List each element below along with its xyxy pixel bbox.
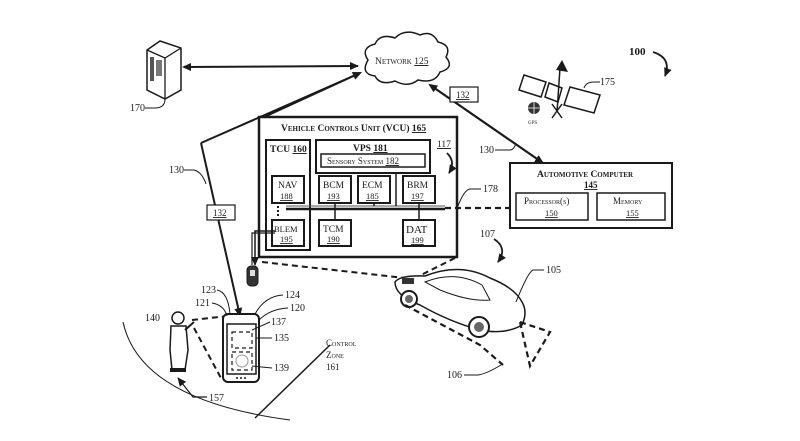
vcu-label: Vehicle Controls Unit (VCU) 165	[281, 123, 426, 134]
svg-text:DAT: DAT	[406, 224, 428, 236]
svg-text:190: 190	[327, 234, 340, 244]
mobile-ref-137: 137	[271, 317, 286, 328]
mobile-ref-120: 120	[290, 303, 305, 314]
svg-text:BLEM: BLEM	[274, 224, 298, 234]
mobile-ref-135: 135	[274, 333, 289, 344]
svg-text:Memory: Memory	[613, 196, 643, 206]
network-computer-link	[428, 83, 544, 164]
zone-ref: 106	[447, 370, 462, 381]
sensory-label: Sensory System 182	[327, 156, 399, 166]
svg-text:TCM: TCM	[323, 225, 344, 235]
arrow-117-ref: 117	[437, 140, 451, 150]
bus-ref: 178	[483, 184, 498, 195]
svg-text:NAV: NAV	[278, 181, 297, 191]
mobile-ref-124: 124	[285, 290, 300, 301]
svg-text:193: 193	[327, 191, 340, 201]
svg-text:197: 197	[411, 191, 424, 201]
vehicle-icon	[394, 268, 526, 338]
memory-box	[596, 192, 666, 221]
svg-text:150: 150	[545, 208, 558, 218]
tcu-label: TCU 160	[270, 145, 307, 155]
module-brm: BRM 197	[402, 175, 436, 204]
sensory-system-box	[320, 153, 426, 168]
mobile-ref-123: 123	[201, 285, 216, 296]
vps-label: VPS 181	[353, 144, 388, 154]
network-cloud-icon	[364, 31, 451, 85]
svg-text:132: 132	[213, 208, 227, 218]
automotive-computer-label: Automotive Computer	[537, 170, 634, 180]
module-nav: NAV 188	[271, 175, 305, 204]
svg-text:188: 188	[280, 191, 293, 201]
svg-text:195: 195	[280, 234, 293, 244]
control-zone-ref: 161	[326, 362, 340, 372]
user-path-ref: 157	[209, 393, 224, 404]
control-zone-line2: Zone	[326, 350, 344, 360]
svg-text:Processor(s): Processor(s)	[524, 196, 569, 206]
svg-text:BCM: BCM	[323, 181, 345, 191]
server-network-link	[182, 62, 359, 71]
server-icon	[145, 40, 182, 109]
module-dat: DAT 199	[402, 219, 436, 247]
server-ref: 170	[130, 103, 145, 114]
wireless-ref-right: 130	[479, 145, 494, 156]
vehicle-zone	[404, 304, 552, 369]
svg-text:185: 185	[366, 191, 379, 201]
channel-box-left	[206, 204, 236, 221]
satellite-ref: 175	[600, 77, 615, 88]
wireless-ref-left: 130	[169, 165, 184, 176]
signal-ref: 107	[480, 229, 495, 240]
module-blem: BLEM 195	[271, 219, 305, 247]
mobile-ref-139: 139	[274, 363, 289, 374]
svg-text:155: 155	[626, 208, 639, 218]
processor-box	[515, 192, 589, 221]
gps-label: GPS	[528, 121, 537, 126]
figure-ref: 100	[629, 46, 646, 58]
satellite-icon	[518, 60, 601, 119]
automotive-computer-ref: 145	[584, 180, 598, 190]
module-ecm: ECM 185	[357, 175, 391, 204]
mobile-ref-121: 121	[195, 298, 210, 309]
svg-text:BRM: BRM	[407, 181, 429, 191]
vehicle-ref: 105	[546, 265, 561, 276]
svg-text:ECM: ECM	[362, 181, 383, 191]
module-bcm: BCM 193	[318, 175, 352, 204]
mobile-device-icon	[222, 313, 260, 383]
network-label: Network 125	[375, 57, 429, 67]
svg-text:199: 199	[411, 235, 424, 245]
svg-text:132: 132	[456, 90, 470, 100]
module-tcm: TCM 190	[318, 219, 352, 247]
user-icon	[169, 311, 195, 372]
channel-box-top	[449, 86, 479, 103]
user-ref: 140	[145, 313, 160, 324]
key-fob-icon	[246, 265, 259, 287]
control-zone-line1: Control	[326, 338, 357, 348]
